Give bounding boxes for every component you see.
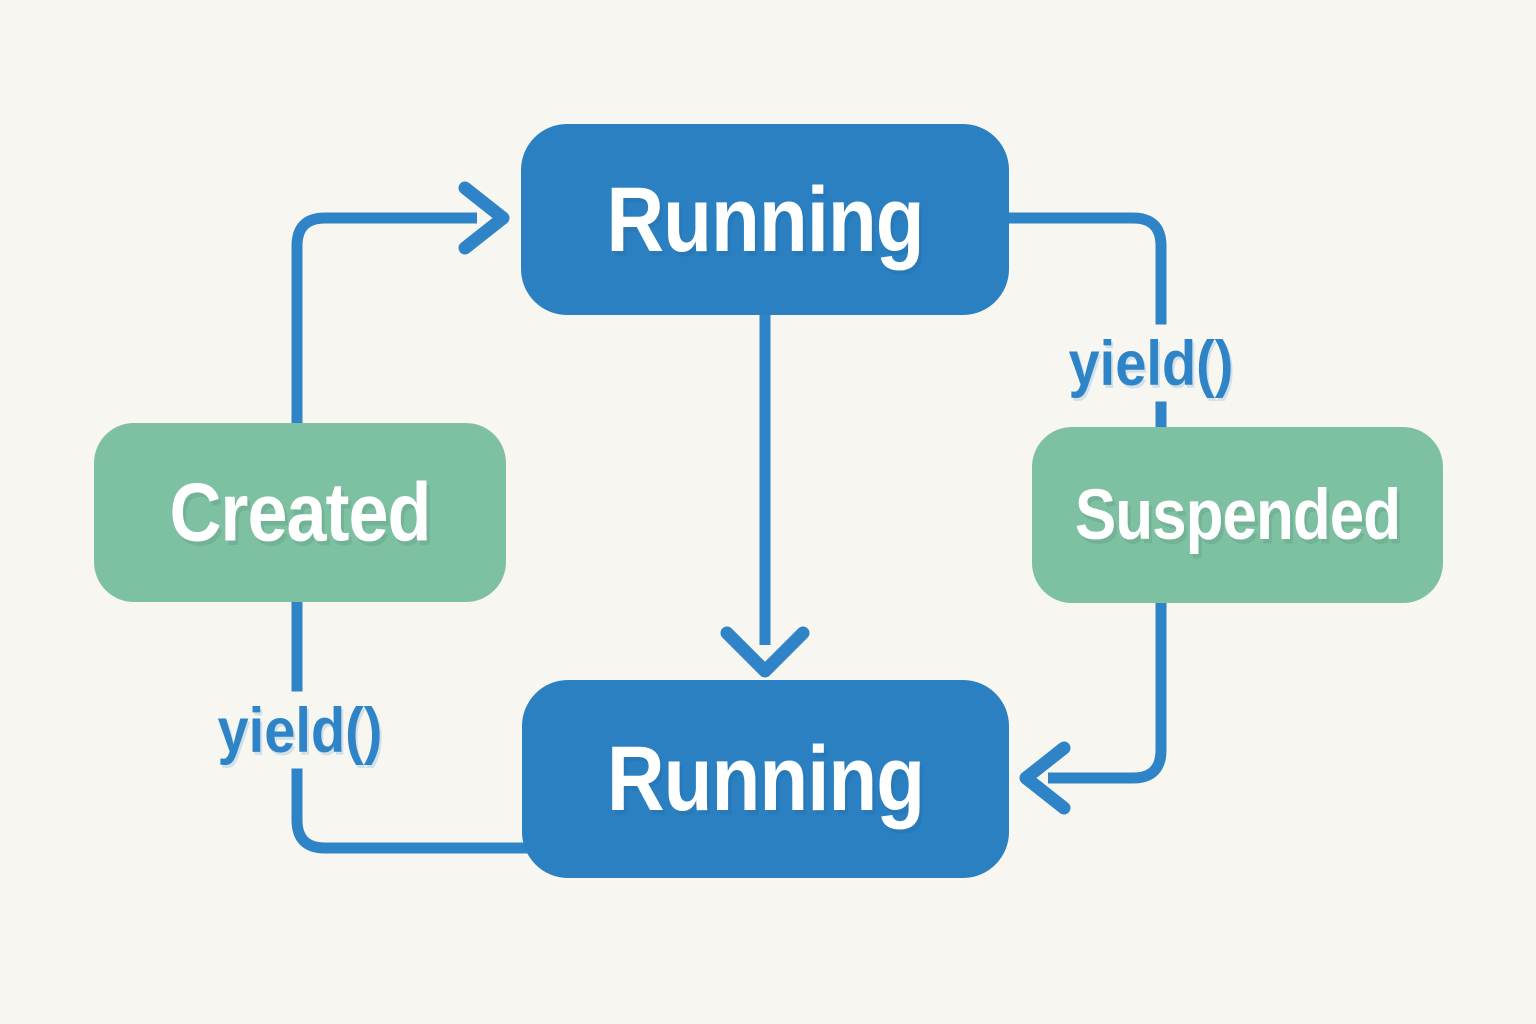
state-label-running-bottom: Running — [606, 727, 925, 830]
state-label-suspended: Suspended — [1074, 475, 1401, 555]
arrowhead-into-running-top — [458, 181, 510, 255]
state-label-running-top: Running — [606, 167, 924, 271]
arrowhead-into-running-bottom-right — [1019, 741, 1071, 815]
edge-label-yield-left-text: yield() — [217, 694, 383, 766]
state-label-created: Created — [169, 466, 431, 559]
edge-label-yield-right: yield() — [1058, 324, 1244, 402]
state-node-suspended: Suspended — [1032, 427, 1443, 603]
arrowhead-into-running-bottom — [720, 626, 810, 678]
edge-label-yield-left: yield() — [207, 691, 393, 769]
state-node-running-bottom: Running — [522, 680, 1009, 878]
state-node-created: Created — [94, 423, 506, 602]
state-node-running-top: Running — [521, 124, 1009, 315]
edge-label-yield-right-text: yield() — [1068, 327, 1234, 399]
